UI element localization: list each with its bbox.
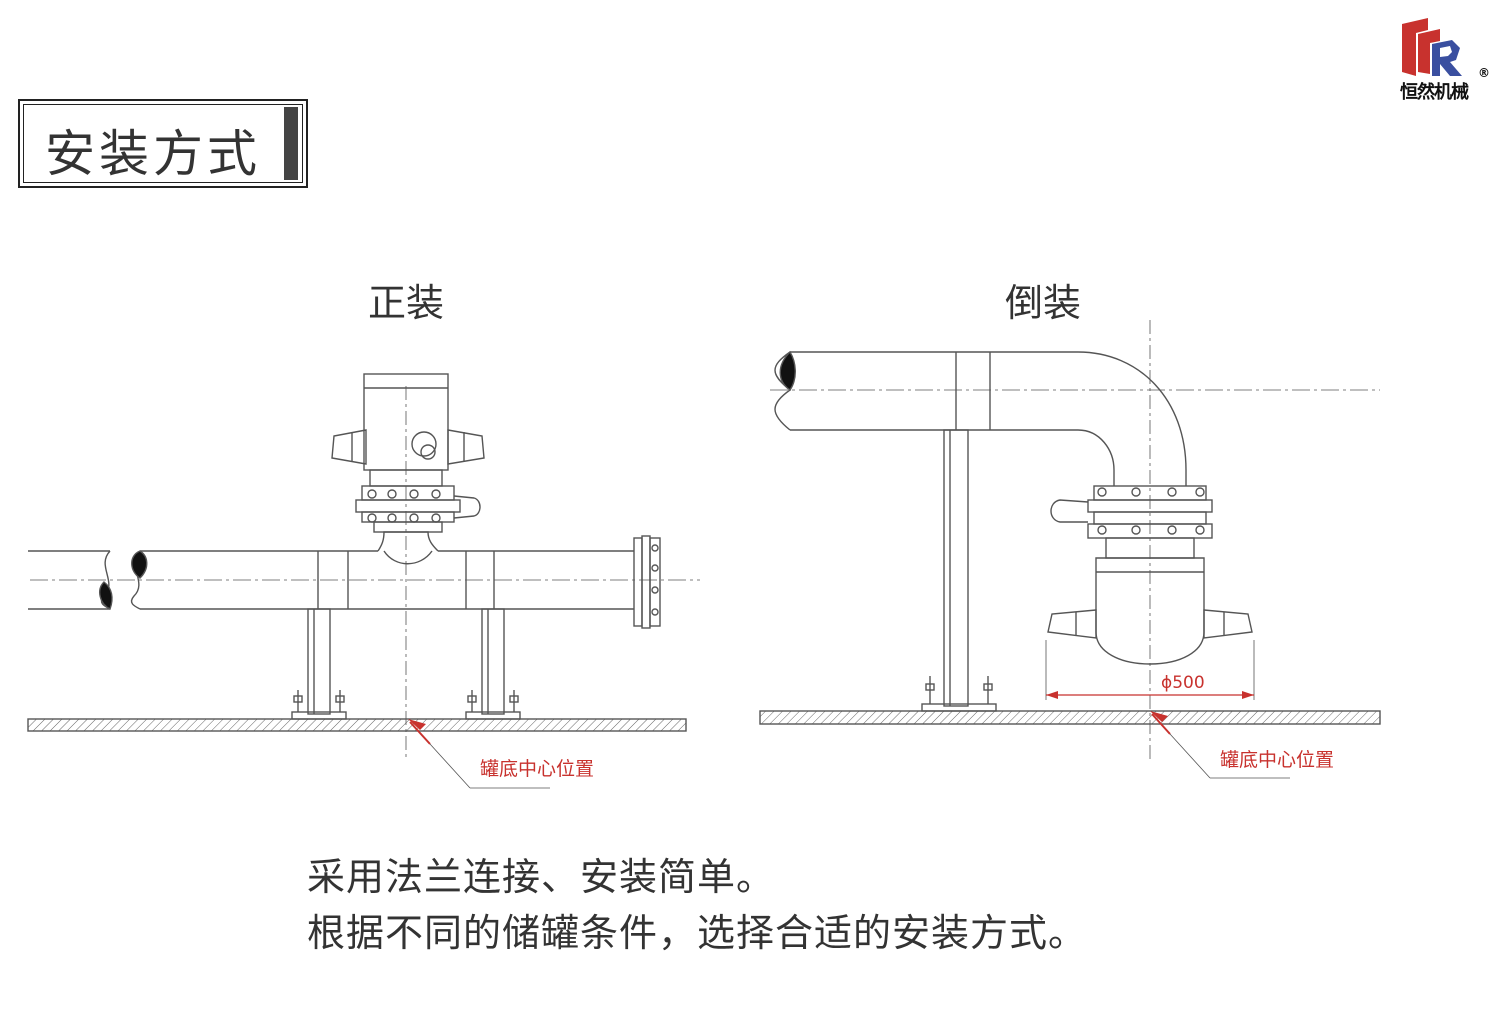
title-accent-bar: [284, 107, 298, 180]
description-line-2: 根据不同的储罐条件，选择合适的安装方式。: [307, 911, 1088, 955]
logo-text: 恒然机械: [1400, 82, 1469, 103]
diameter-dimension: ϕ500: [1161, 673, 1205, 693]
inverted-install-drawing: [759, 320, 1381, 779]
page-title: 安装方式: [45, 125, 261, 183]
description-line-1: 采用法兰连接、安装简单。: [307, 855, 776, 899]
title-inner-border: [23, 104, 303, 183]
section-title-box: 安装方式: [18, 99, 308, 188]
logo-mark-icon: [1402, 18, 1462, 76]
tank-center-note-left: 罐底中心位置: [480, 758, 595, 780]
tank-center-note-right: 罐底中心位置: [1220, 749, 1335, 771]
registered-mark: ®: [1478, 66, 1490, 80]
company-logo: 恒然机械 ®: [1388, 16, 1490, 103]
inverted-install-label: 倒装: [1005, 281, 1082, 325]
normal-install-drawing: [27, 373, 700, 789]
normal-install-label: 正装: [368, 281, 445, 325]
